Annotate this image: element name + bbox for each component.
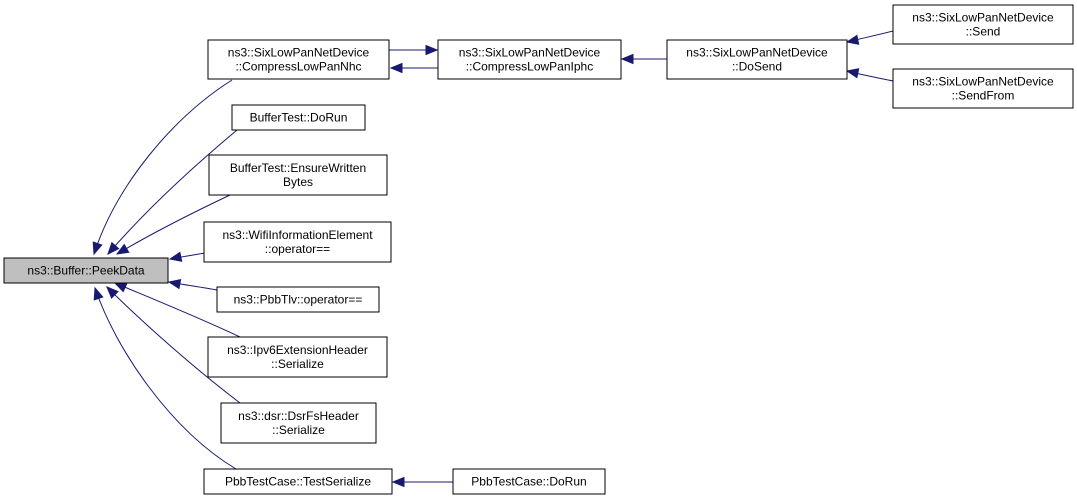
- edge-dosend-to-compressiphc: [620, 53, 667, 65]
- edge-line: [94, 287, 237, 470]
- node-label: ::Send: [966, 25, 1001, 39]
- edge-arrowhead: [168, 251, 183, 262]
- node-dosend[interactable]: ns3::SixLowPanNetDevice::DoSend: [666, 39, 848, 80]
- node-label: ns3::WifiInformationElement: [222, 228, 373, 242]
- node-box: [892, 4, 1074, 45]
- node-compressnhc[interactable]: ns3::SixLowPanNetDevice::CompressLowPanN…: [207, 39, 390, 80]
- node-label: ::SendFrom: [952, 89, 1015, 103]
- edge-arrowhead: [845, 34, 860, 45]
- edge-compressnhc-to-compressiphc: [389, 44, 439, 56]
- node-pbb-dorun[interactable]: PbbTestCase::DoRun: [452, 468, 606, 495]
- edge-pbb-dorun-to-pbb-testser: [391, 476, 453, 488]
- node-pbbtlv-op[interactable]: ns3::PbbTlv::operator==: [216, 286, 380, 313]
- edge-pbbtlv-op-to-peekdata: [167, 278, 218, 291]
- node-label: ns3::SixLowPanNetDevice: [459, 46, 601, 60]
- node-label: ::Serialize: [272, 423, 325, 437]
- edge-arrowhead: [113, 282, 128, 293]
- node-box: [203, 221, 392, 263]
- edge-arrowhead: [620, 53, 634, 65]
- node-label: PbbTestCase::TestSerialize: [225, 475, 371, 489]
- node-wifiie-op[interactable]: ns3::WifiInformationElement::operator==: [203, 221, 392, 263]
- edge-arrowhead: [106, 286, 119, 299]
- node-label: ns3::SixLowPanNetDevice: [686, 46, 828, 60]
- node-label: ::CompressLowPanNhc: [235, 60, 361, 74]
- node-label: ::DoSend: [732, 60, 782, 74]
- edge-wifiie-op-to-peekdata: [168, 251, 206, 262]
- node-pbb-testser[interactable]: PbbTestCase::TestSerialize: [203, 468, 393, 495]
- edge-line: [116, 194, 231, 255]
- node-label: ns3::SixLowPanNetDevice: [228, 46, 370, 60]
- node-label: ::operator==: [265, 242, 330, 256]
- node-label: BufferTest::DoRun: [250, 111, 348, 125]
- edge-arrowhead: [425, 44, 439, 56]
- edge-arrowhead: [93, 286, 104, 301]
- node-box: [220, 402, 377, 444]
- edge-pbb-testser-to-peekdata: [93, 286, 237, 470]
- edge-line: [93, 79, 233, 255]
- edge-arrowhead: [389, 62, 403, 74]
- edge-line: [114, 282, 241, 338]
- node-peekdata[interactable]: ns3::Buffer::PeekData: [3, 257, 169, 284]
- node-box: [216, 286, 380, 313]
- edge-send-to-dosend: [845, 30, 894, 45]
- edge-compressiphc-to-compressnhc: [389, 62, 438, 74]
- edge-line: [107, 129, 238, 255]
- node-box: [231, 104, 366, 131]
- edge-arrowhead: [107, 241, 120, 255]
- node-label: ns3::Ipv6ExtensionHeader: [227, 343, 368, 357]
- edges-layer: [92, 30, 894, 488]
- node-label: BufferTest::EnsureWritten: [230, 161, 366, 175]
- node-box: [452, 468, 606, 495]
- node-send[interactable]: ns3::SixLowPanNetDevice::Send: [892, 4, 1074, 45]
- node-dsrfs-ser[interactable]: ns3::dsr::DsrFsHeader::Serialize: [220, 402, 377, 444]
- node-label: ns3::SixLowPanNetDevice: [912, 11, 1054, 25]
- edge-arrowhead: [115, 243, 130, 255]
- node-label: Bytes: [283, 175, 313, 189]
- node-box: [203, 468, 393, 495]
- node-label: ns3::Buffer::PeekData: [27, 264, 145, 278]
- node-label: ns3::SixLowPanNetDevice: [912, 75, 1054, 89]
- edge-sendfrom-to-dosend: [845, 68, 894, 82]
- node-box: [437, 39, 622, 80]
- node-label: ::Serialize: [271, 357, 324, 371]
- node-box: [207, 39, 390, 80]
- edge-buffertest-dorun-to-peekdata: [107, 129, 238, 255]
- node-box: [666, 39, 848, 80]
- node-sendfrom[interactable]: ns3::SixLowPanNetDevice::SendFrom: [892, 68, 1074, 109]
- node-buffertest-dorun[interactable]: BufferTest::DoRun: [231, 104, 366, 131]
- node-box: [3, 257, 169, 284]
- edge-dsrfs-ser-to-peekdata: [106, 286, 241, 404]
- edge-line: [106, 286, 241, 404]
- edge-arrowhead: [845, 68, 860, 79]
- node-ipv6ext-ser[interactable]: ns3::Ipv6ExtensionHeader::Serialize: [207, 336, 388, 378]
- node-label: ns3::PbbTlv::operator==: [234, 293, 363, 307]
- edge-arrowhead: [92, 241, 103, 256]
- edge-buffertest-ensure-to-peekdata: [115, 194, 231, 255]
- node-compressiphc[interactable]: ns3::SixLowPanNetDevice::CompressLowPanI…: [437, 39, 622, 80]
- nodes-layer: ns3::Buffer::PeekData ns3::SixLowPanNetDe…: [3, 4, 1074, 495]
- node-label: ::CompressLowPanIphc: [466, 60, 593, 74]
- edge-compressnhc-to-peekdata: [92, 79, 233, 256]
- edge-arrowhead: [391, 476, 405, 488]
- node-label: PbbTestCase::DoRun: [471, 475, 586, 489]
- node-box: [208, 154, 388, 196]
- node-box: [207, 336, 388, 378]
- node-box: [892, 68, 1074, 109]
- node-label: ns3::dsr::DsrFsHeader: [238, 409, 359, 423]
- edge-arrowhead: [167, 278, 182, 290]
